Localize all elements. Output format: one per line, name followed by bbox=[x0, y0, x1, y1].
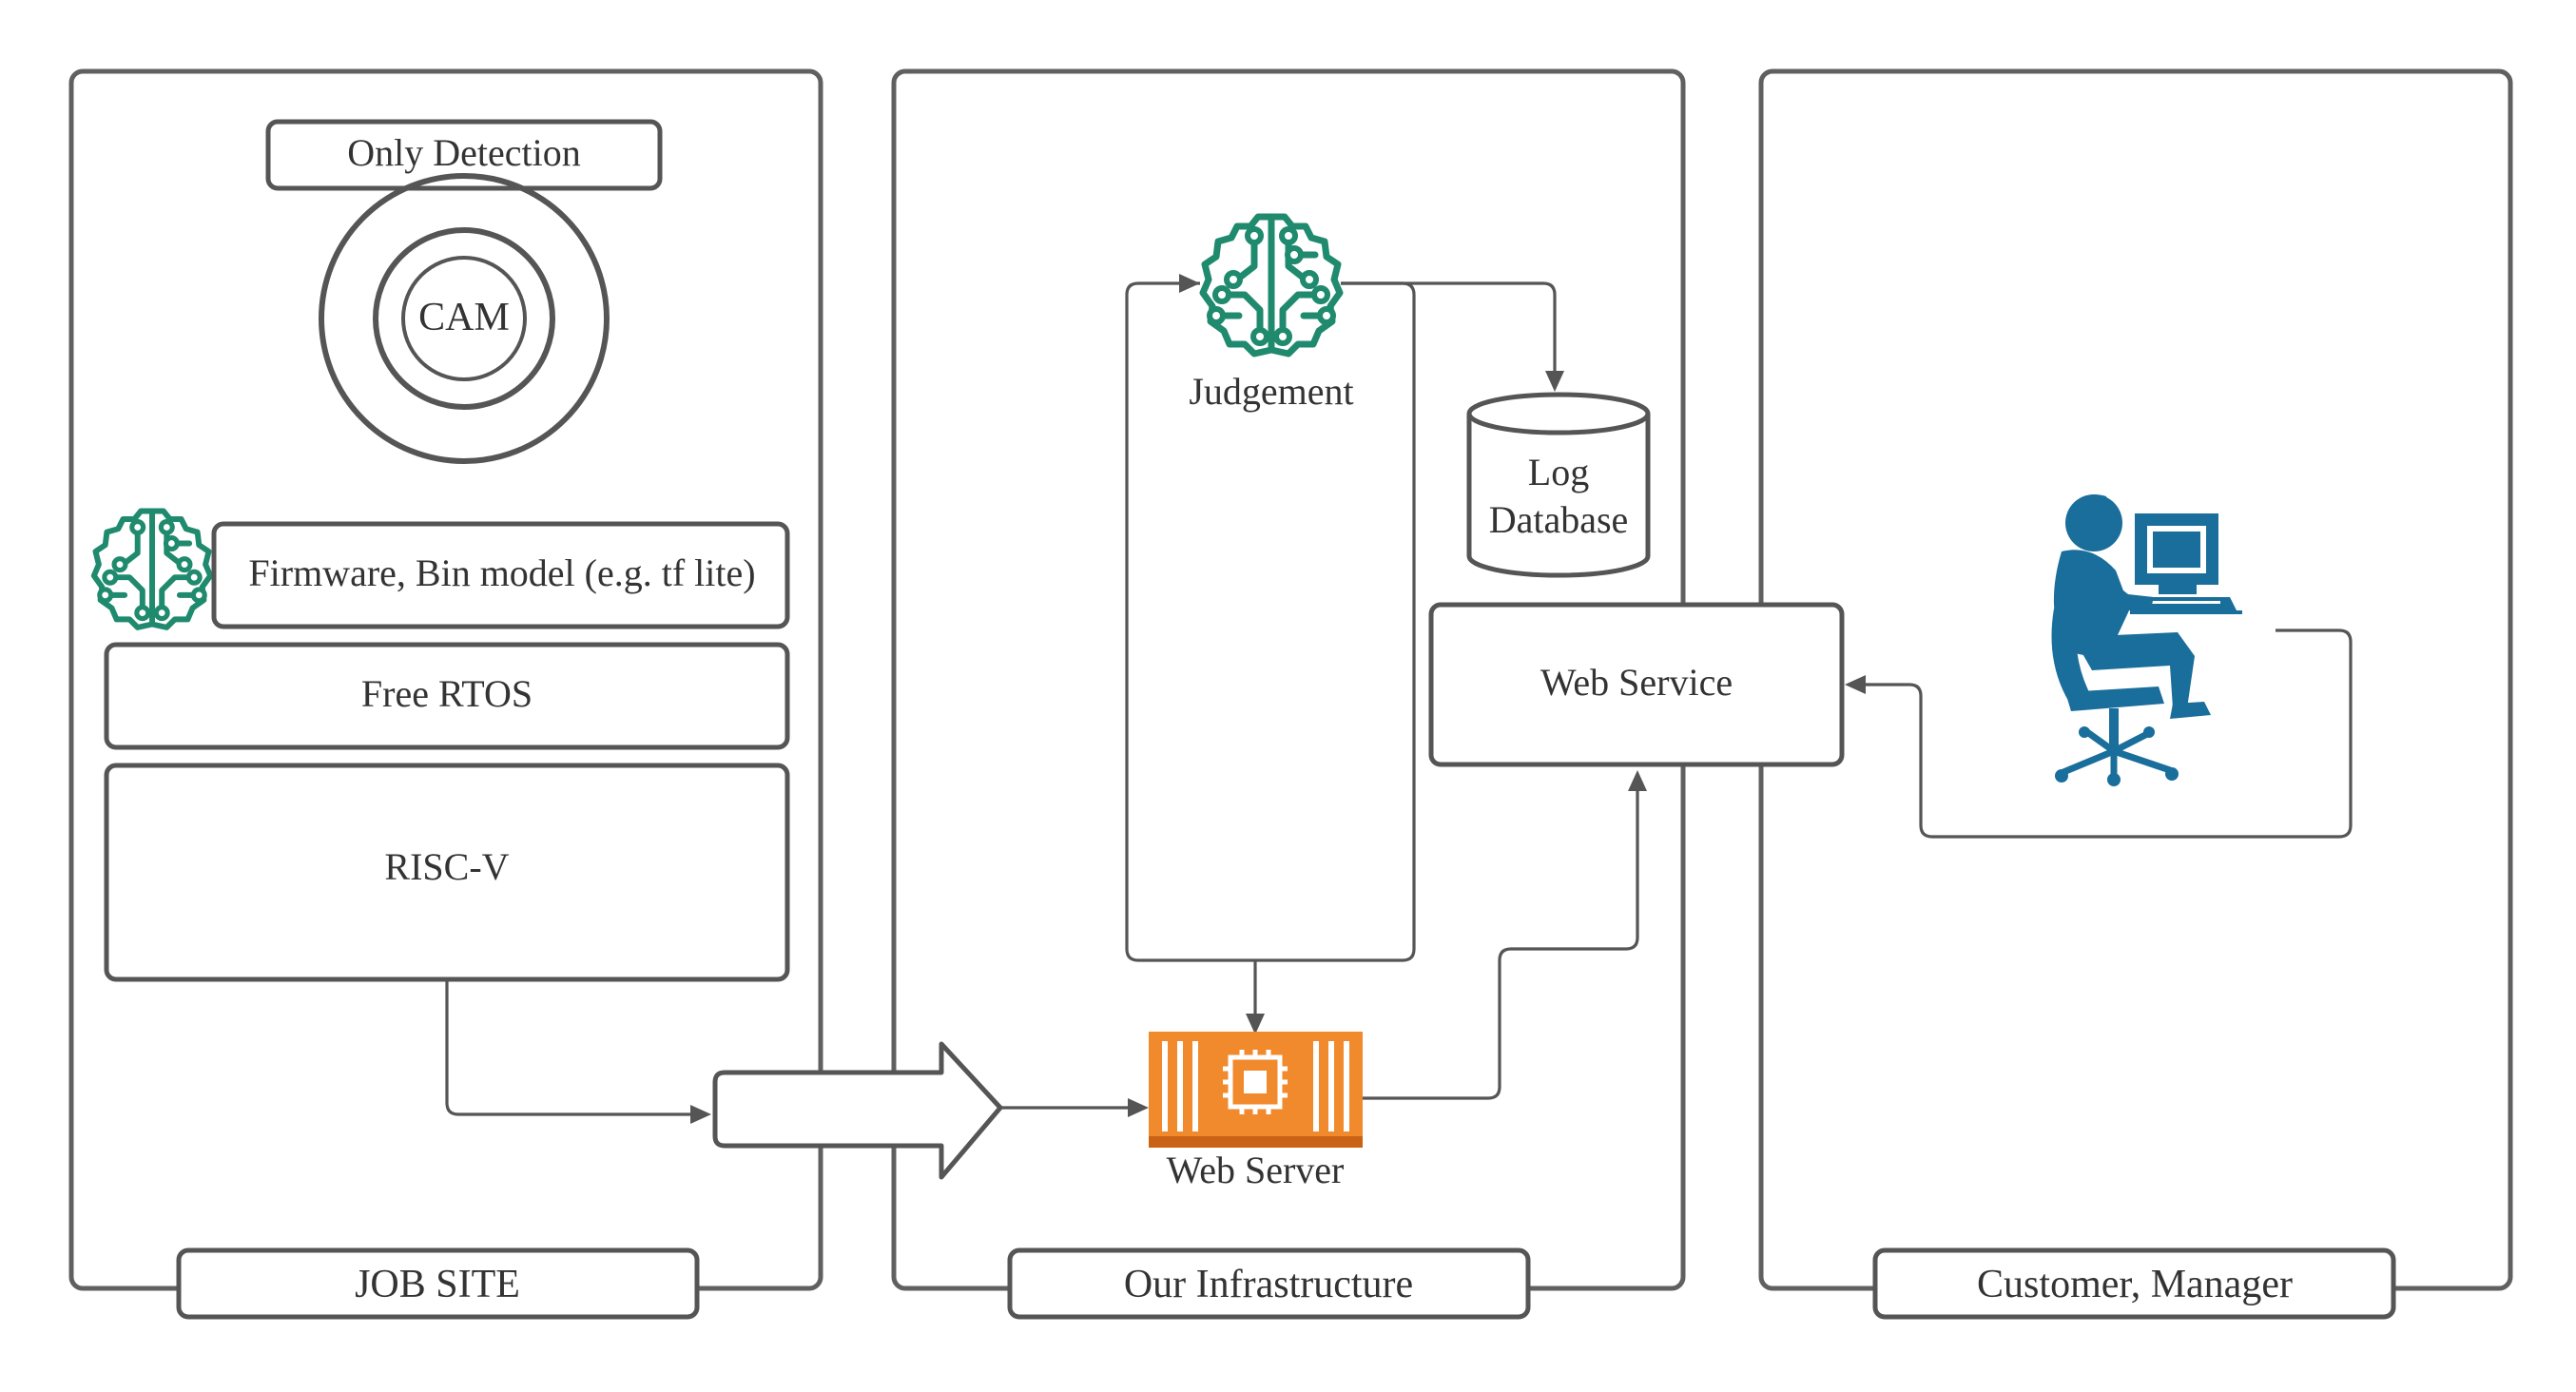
firmware-box bbox=[211, 521, 790, 629]
risc-v-box bbox=[104, 763, 790, 982]
brain-circuit-icon bbox=[90, 508, 214, 630]
rtos-box bbox=[104, 642, 790, 750]
customer-panel bbox=[1758, 68, 2513, 1291]
infrastructure-label: Our Infrastructure bbox=[1124, 1263, 1413, 1306]
only-detection-label: Only Detection bbox=[347, 131, 581, 174]
job-site-label: JOB SITE bbox=[355, 1263, 520, 1306]
web-service-box bbox=[1428, 602, 1845, 767]
arrowhead-service bbox=[1628, 770, 1647, 791]
only-detection-box bbox=[265, 119, 663, 191]
log-db-label-line1: Log bbox=[1528, 451, 1589, 493]
camera-lens-icon bbox=[319, 173, 610, 464]
web-server-label: Web Server bbox=[1167, 1149, 1345, 1191]
log-db-label-line2: Database bbox=[1489, 498, 1629, 541]
job-site-label-box bbox=[176, 1247, 700, 1320]
judgement-loop-connector bbox=[1125, 281, 1416, 962]
firmware-label: Firmware, Bin model (e.g. tf lite) bbox=[248, 551, 755, 594]
customer-label-box bbox=[1872, 1247, 2396, 1320]
infrastructure-label-box bbox=[1007, 1247, 1531, 1320]
rtos-label: Free RTOS bbox=[361, 672, 533, 715]
connector-server-to-service bbox=[1362, 791, 1639, 1100]
database-cylinder-icon bbox=[1466, 392, 1651, 578]
web-service-label: Web Service bbox=[1540, 661, 1733, 704]
connector-customer-to-service bbox=[1866, 628, 2353, 839]
camera-label: CAM bbox=[418, 296, 510, 339]
brain-circuit-icon bbox=[1199, 213, 1344, 358]
arrowhead-transfer bbox=[690, 1105, 711, 1124]
person-at-computer-icon bbox=[2051, 494, 2242, 786]
processor-chip-icon bbox=[1149, 1032, 1363, 1148]
data-transfer-arrow bbox=[712, 1041, 1003, 1180]
arrowhead-server bbox=[1128, 1098, 1149, 1117]
arrowhead-judgement-in bbox=[1179, 274, 1200, 293]
arrowhead-customer bbox=[1845, 675, 1866, 694]
arrowhead-server-top bbox=[1246, 1014, 1265, 1034]
arrowhead-db bbox=[1545, 371, 1564, 392]
connector-riscv-to-transfer bbox=[445, 981, 692, 1116]
risc-v-label: RISC-V bbox=[384, 845, 509, 888]
judgement-label: Judgement bbox=[1189, 370, 1353, 413]
customer-label: Customer, Manager bbox=[1977, 1263, 2293, 1306]
connector-judgement-to-db bbox=[1341, 281, 1557, 371]
